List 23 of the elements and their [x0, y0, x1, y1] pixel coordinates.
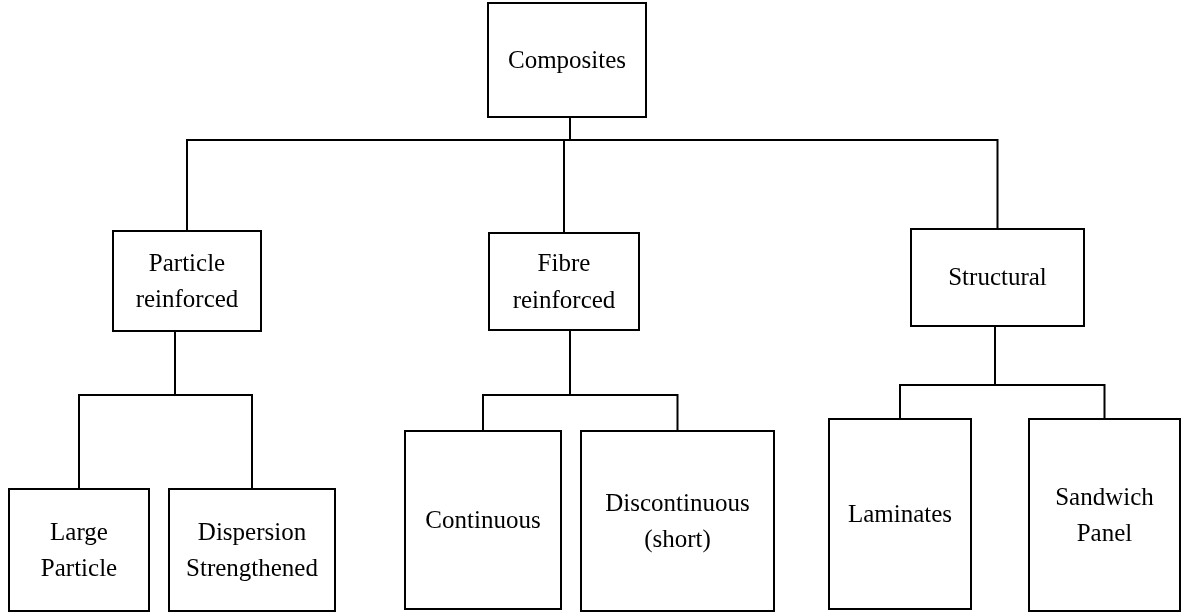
connector-line [174, 331, 253, 489]
node-label: Particle reinforced [134, 247, 240, 314]
category-box [8, 488, 150, 612]
connector-line [569, 330, 679, 431]
category-box [828, 418, 972, 610]
category-box [168, 488, 336, 612]
category-box [404, 430, 562, 610]
node-label: Dispersion Strengthened [185, 516, 319, 583]
category-box [487, 2, 647, 118]
node-label: Continuous [424, 504, 542, 535]
category-box [112, 230, 262, 332]
category-box [580, 430, 775, 612]
node-label: Fibre reinforced [511, 248, 617, 315]
node-label: Structural [947, 262, 1048, 293]
node-label: Laminates [846, 498, 954, 529]
node-label: Discontinuous (short) [604, 487, 751, 555]
connector-line [994, 326, 1106, 419]
node-label: Large Particle [39, 516, 119, 583]
category-box [1028, 418, 1181, 612]
category-box [910, 228, 1085, 327]
node-label: Sandwich Panel [1054, 481, 1155, 548]
category-box [488, 232, 640, 331]
node-label: Composites [506, 44, 628, 75]
